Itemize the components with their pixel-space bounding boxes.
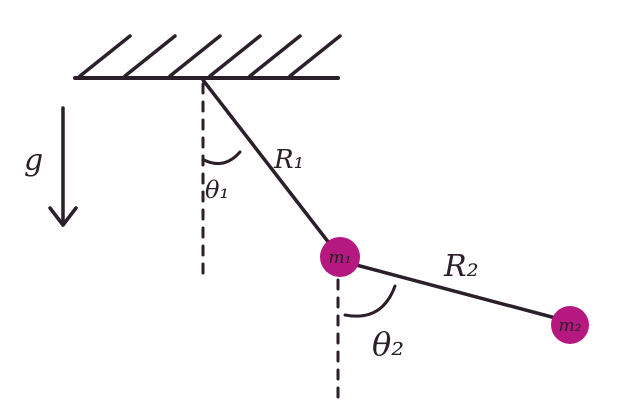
rod-1-label: R₁ bbox=[273, 145, 304, 175]
mass-2-label: m₂ bbox=[559, 316, 582, 336]
angle-1-arc bbox=[202, 150, 242, 166]
angle-2-label: θ₂ bbox=[372, 325, 404, 363]
mass-1-bob bbox=[320, 237, 360, 277]
ceiling-hatching bbox=[78, 34, 342, 78]
mass-1-label: m₁ bbox=[329, 248, 352, 268]
gravity-label: g bbox=[24, 143, 43, 178]
mass-2: m₂ bbox=[551, 306, 589, 344]
rod-2 bbox=[343, 260, 565, 322]
angle-1-label: θ₁ bbox=[205, 176, 229, 204]
ceiling bbox=[73, 34, 342, 80]
mass-1: m₁ bbox=[320, 237, 360, 277]
angle-2-arc bbox=[343, 284, 397, 318]
mass-2-bob bbox=[551, 306, 589, 344]
rod-1 bbox=[201, 78, 338, 254]
gravity-arrow bbox=[48, 106, 78, 227]
rod-2-label: R₂ bbox=[443, 249, 479, 284]
